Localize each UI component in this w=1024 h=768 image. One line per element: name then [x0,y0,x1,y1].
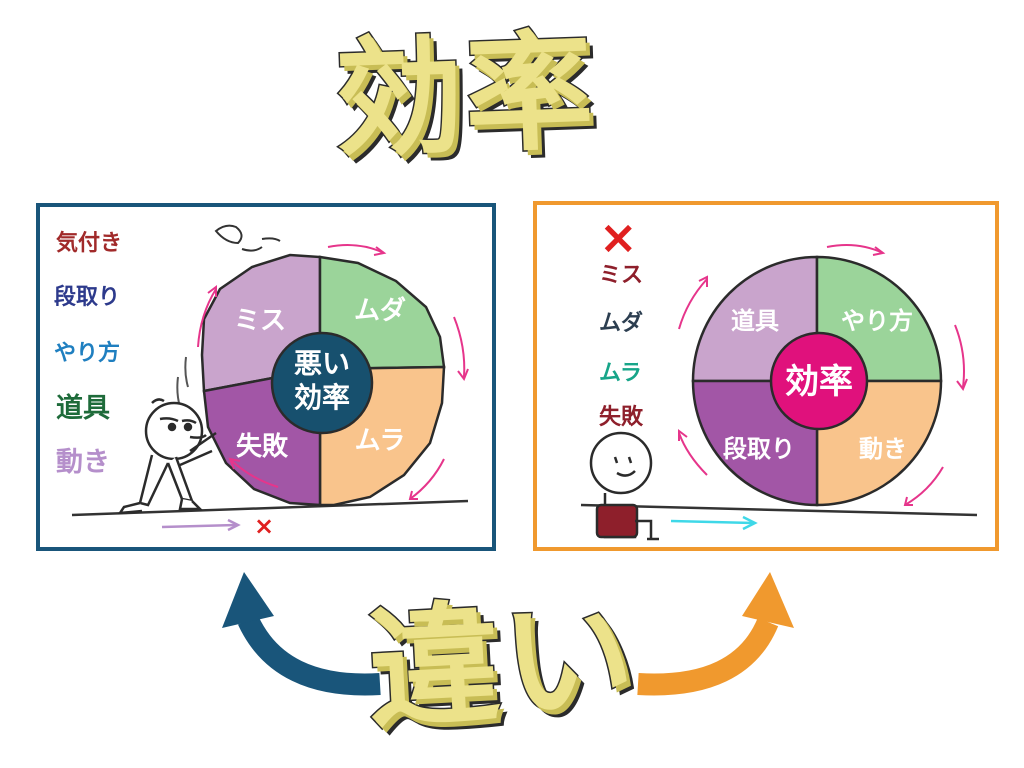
right-list-item-3: ムラ [599,361,642,386]
top-cross-mark: × [599,210,638,264]
difference-title: 違い [363,579,642,750]
bad-efficiency-panel: 気付き 段取り やり方 道具 動き 悪い 効率 ミス ムダ ムラ 失敗 [36,203,496,551]
segment-label-ugoki: 動き [859,435,907,463]
left-list-item-1: 気付き [56,231,123,256]
arrow-left-shaft [237,615,381,696]
motion-lines-icon [176,356,189,408]
bad-efficiency-illustration: 悪い 効率 ミス ムダ ムラ 失敗 [71,224,469,540]
segment-label-yarikata: やり方 [841,307,913,335]
arrow-right-head [742,572,794,628]
slow-progress-arrow [161,523,237,529]
center-label-line2: 効率 [294,381,350,414]
segment-label-muda: ムダ [354,295,406,326]
fast-progress-arrow [670,519,754,525]
sweat-drops-icon [214,224,281,252]
right-list-item-1: ミス [599,263,644,288]
segment-label-mura: ムラ [355,426,406,456]
segment-label-dandori: 段取り [723,435,795,463]
fast-progress-arrowhead [742,515,758,531]
center-label-line1: 悪い [294,347,350,380]
left-list-item-2: 段取り [54,285,121,310]
left-list-item-3: やり方 [54,341,121,366]
left-list-item-5: 動き [56,447,110,478]
good-efficiency-illustration: 効率 道具 やり方 動き 段取り [580,244,978,541]
good-efficiency-center [769,331,869,431]
main-title: 効率 [331,16,599,177]
slow-progress-arrowhead [227,518,241,532]
ground-line [71,499,469,517]
segment-label-miss: ミス [234,306,286,336]
ground-line [580,503,978,517]
bad-efficiency-center [270,331,374,435]
arrow-right-shaft [637,617,779,696]
pushing-person-icon [117,398,217,515]
arrow-left-head [222,572,274,628]
segment-label-dougu: 道具 [731,307,779,335]
cross-mark: × [254,512,274,540]
center-label: 効率 [785,362,853,402]
right-list-item-2: ムダ [599,311,644,336]
sitting-person-icon [589,431,659,541]
right-list-item-4: 失敗 [599,405,644,430]
segment-label-shippai: 失敗 [236,431,289,462]
left-list-item-4: 道具 [56,393,110,424]
rotation-arrows [678,244,968,506]
rotation-arrows [197,244,469,500]
good-efficiency-panel: × ミス ムダ ムラ 失敗 効率 道具 やり方 動き 段取り [533,201,999,551]
